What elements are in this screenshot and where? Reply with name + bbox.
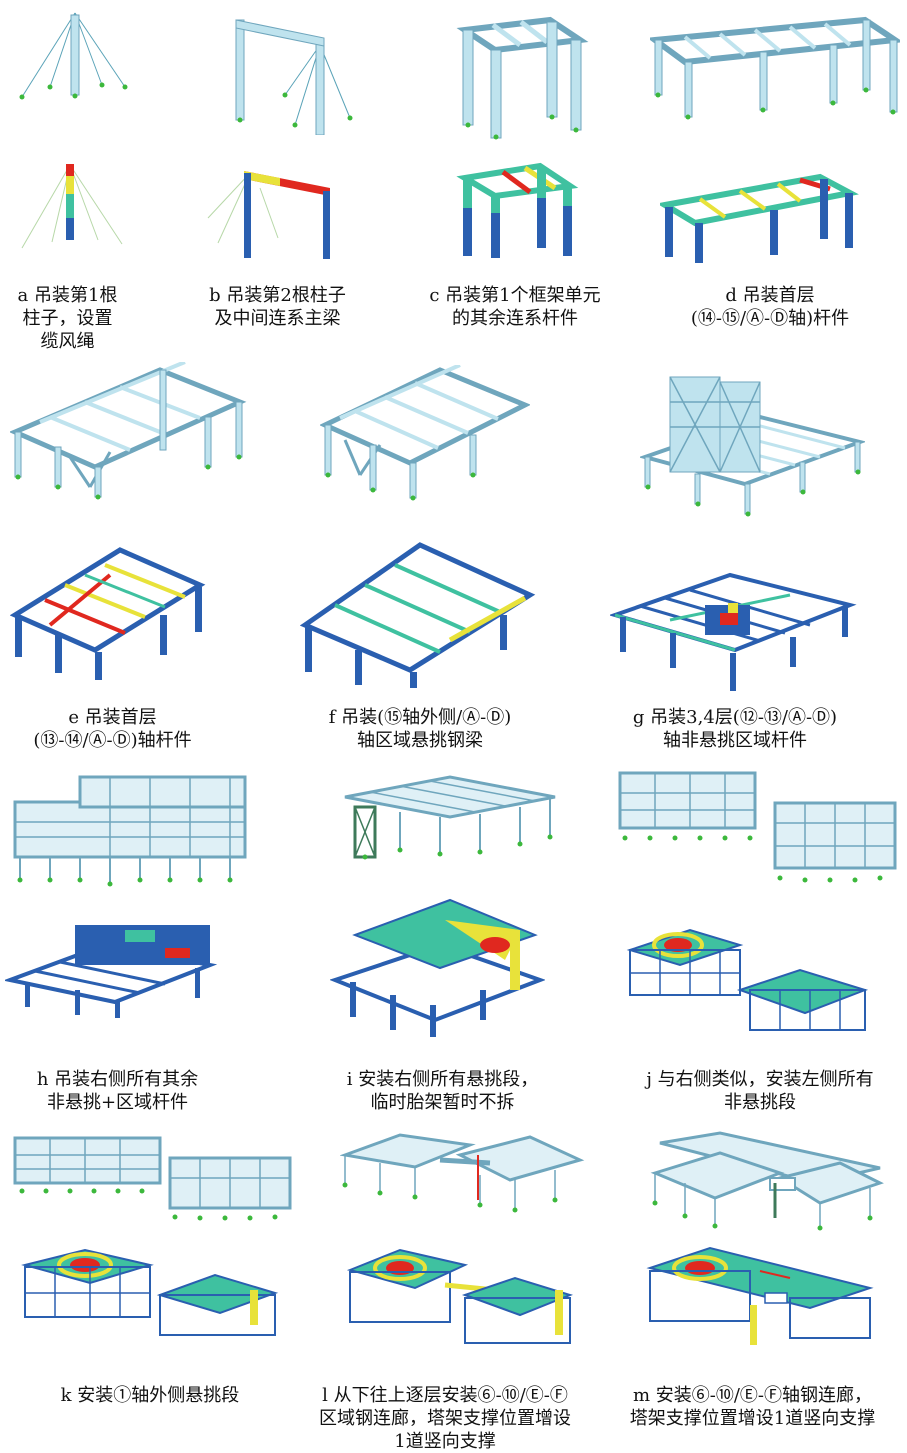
model-k-stress: [15, 1245, 285, 1345]
model-f-structure: [320, 365, 530, 505]
caption-f: f 吊装(⑮轴外侧/Ⓐ-Ⓓ)轴区域悬挑钢梁: [328, 707, 512, 751]
model-f-stress: [300, 540, 540, 690]
model-h-structure: [10, 772, 250, 892]
model-b-stress: [200, 163, 360, 263]
model-m-stress: [640, 1243, 880, 1353]
model-j-structure: [610, 768, 900, 898]
model-i-stress: [330, 890, 545, 1040]
model-e-structure: [10, 362, 250, 502]
model-i-structure: [340, 772, 560, 862]
model-a-stress: [10, 160, 140, 260]
model-d-stress: [660, 165, 860, 265]
caption-c: c 吊装第1个框架单元的其余连系杆件: [429, 285, 601, 329]
model-c-stress: [455, 158, 590, 263]
caption-b: b 吊装第2根柱子及中间连系主梁: [209, 285, 346, 329]
caption-k: k 安装①轴外侧悬挑段: [60, 1385, 240, 1406]
caption-d: d 吊装首层(⑭-⑮/Ⓐ-Ⓓ轴)杆件: [690, 285, 850, 329]
caption-i: i 安装右侧所有悬挑段，临时胎架暂时不拆: [346, 1069, 539, 1113]
model-b-structure: [200, 10, 360, 135]
model-m-structure: [630, 1128, 885, 1238]
model-k-structure: [10, 1133, 300, 1223]
model-h-stress: [5, 920, 220, 1020]
model-a-structure: [10, 5, 140, 110]
model-l-structure: [340, 1125, 590, 1225]
caption-m: m 安装⑥-⑩/Ⓔ-Ⓕ轴钢连廊，塔架支撑位置增设1道竖向支撑: [629, 1385, 876, 1429]
model-g-structure: [640, 362, 865, 522]
caption-a: a 吊装第1根柱子，设置缆风绳: [17, 285, 118, 352]
model-e-stress: [10, 545, 210, 680]
model-c-structure: [455, 10, 590, 140]
model-l-stress: [345, 1240, 580, 1355]
model-d-structure: [650, 10, 900, 135]
caption-h: h 吊装右侧所有其余非悬挑+区域杆件: [36, 1069, 199, 1113]
caption-g: g 吊装3,4层(⑫-⑬/Ⓐ-Ⓓ)轴非悬挑区域杆件: [632, 707, 838, 751]
model-g-stress: [610, 565, 860, 695]
caption-j: j 与右侧类似，安装左侧所有非悬挑段: [646, 1069, 874, 1113]
caption-e: e 吊装首层(⑬-⑭/Ⓐ-Ⓓ)轴杆件: [33, 707, 192, 751]
model-j-stress: [620, 925, 880, 1040]
